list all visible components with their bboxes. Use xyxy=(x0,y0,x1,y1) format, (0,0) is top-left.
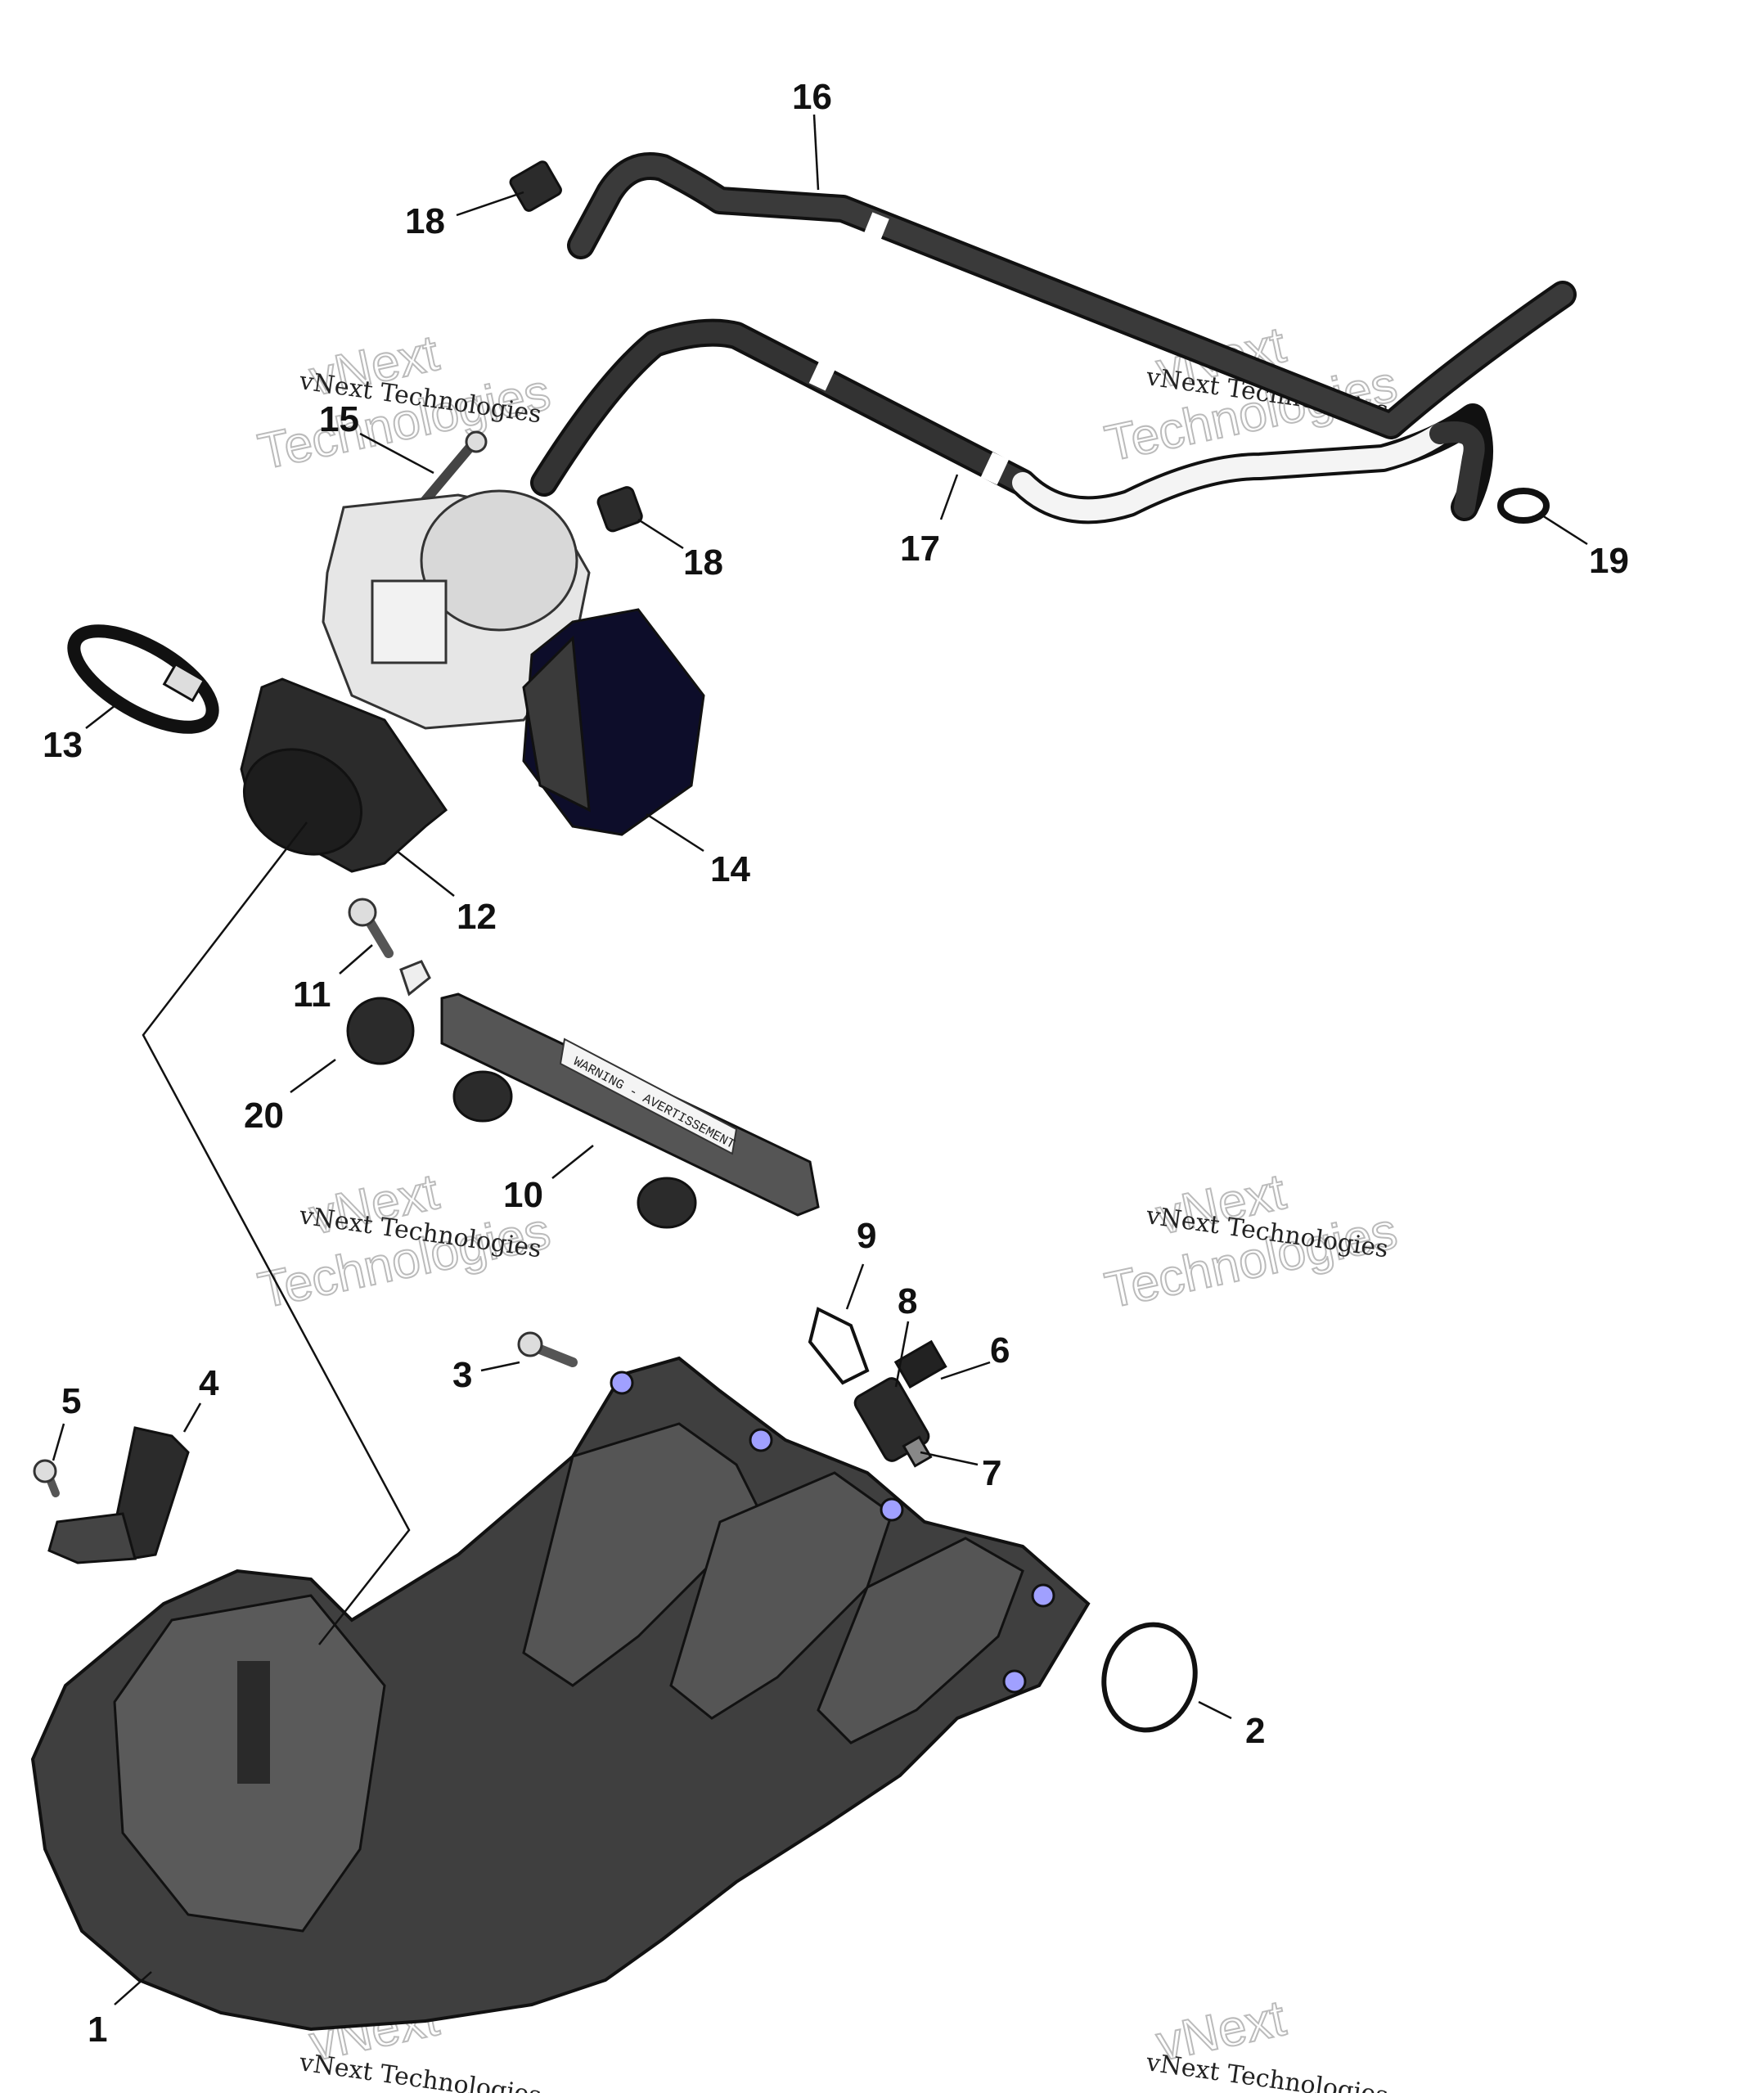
leader-18-upper xyxy=(456,191,524,217)
part-1-intake-manifold xyxy=(30,1356,1091,2032)
leader-6 xyxy=(940,1361,991,1380)
callout-9: 9 xyxy=(857,1216,876,1256)
callout-19: 19 xyxy=(1589,541,1629,581)
part-12-adaptor xyxy=(240,677,448,873)
callout-7: 7 xyxy=(982,1453,1001,1493)
leader-4 xyxy=(182,1402,202,1433)
leader-8 xyxy=(894,1321,910,1388)
callout-13: 13 xyxy=(43,725,83,765)
part-17-hose xyxy=(530,318,1493,524)
callout-20: 20 xyxy=(244,1096,284,1136)
callout-3: 3 xyxy=(452,1355,472,1395)
part-10-fuel-rail: WARNING - AVERTISSEMENT xyxy=(440,992,820,1229)
part-4-sensor xyxy=(47,1426,190,1564)
part-3-screw xyxy=(517,1331,578,1367)
part-18-clip-upper xyxy=(509,160,562,212)
leader-16 xyxy=(812,114,820,191)
callout-18-lower: 18 xyxy=(683,542,723,583)
leader-1 xyxy=(114,1971,152,2005)
part-2-gasket xyxy=(1101,1622,1198,1733)
callout-5: 5 xyxy=(61,1381,81,1421)
part-14-throttle-body xyxy=(322,489,705,836)
watermark-text-bottom-right: vNext Technologies xyxy=(1144,2048,1390,2093)
leader-17 xyxy=(939,474,959,520)
callout-15: 15 xyxy=(319,399,359,439)
callout-17: 17 xyxy=(900,529,940,569)
part-11-screw xyxy=(348,898,394,958)
part-13-clamp xyxy=(67,624,219,734)
leader-18-lower xyxy=(637,518,684,550)
leader-7 xyxy=(920,1451,979,1466)
callout-18-upper: 18 xyxy=(405,201,445,241)
part-9-clip xyxy=(808,1307,870,1385)
leader-5 xyxy=(52,1423,65,1461)
part-19-clamp xyxy=(1497,488,1550,524)
part-18-clip-lower xyxy=(596,486,643,533)
leader-11 xyxy=(339,944,373,974)
watermark-text-bottom-left: vNext Technologies xyxy=(297,2048,543,2093)
leader-3 xyxy=(480,1361,520,1372)
part-5-screw xyxy=(33,1459,60,1497)
callout-16: 16 xyxy=(792,77,832,117)
part-8-injector xyxy=(853,1339,947,1468)
leader-19 xyxy=(1541,514,1588,546)
leader-13 xyxy=(85,699,124,729)
leader-12-to-1 xyxy=(142,821,411,1645)
leader-10 xyxy=(551,1145,594,1179)
callout-6: 6 xyxy=(990,1330,1010,1371)
leader-9 xyxy=(845,1263,865,1310)
callout-14: 14 xyxy=(710,849,750,889)
leader-14 xyxy=(646,812,704,853)
callout-4: 4 xyxy=(199,1363,219,1403)
callout-8: 8 xyxy=(898,1281,917,1321)
callout-11: 11 xyxy=(293,974,331,1015)
callout-1: 1 xyxy=(88,2010,107,2050)
part-16-hose xyxy=(567,152,1577,439)
callout-2: 2 xyxy=(1245,1711,1265,1751)
callout-12: 12 xyxy=(457,897,497,937)
callout-10: 10 xyxy=(503,1175,543,1215)
leader-20 xyxy=(290,1058,336,1094)
leader-2 xyxy=(1198,1700,1232,1720)
part-20-clip xyxy=(346,960,431,1065)
leader-15 xyxy=(359,432,434,475)
leader-12 xyxy=(396,850,455,897)
